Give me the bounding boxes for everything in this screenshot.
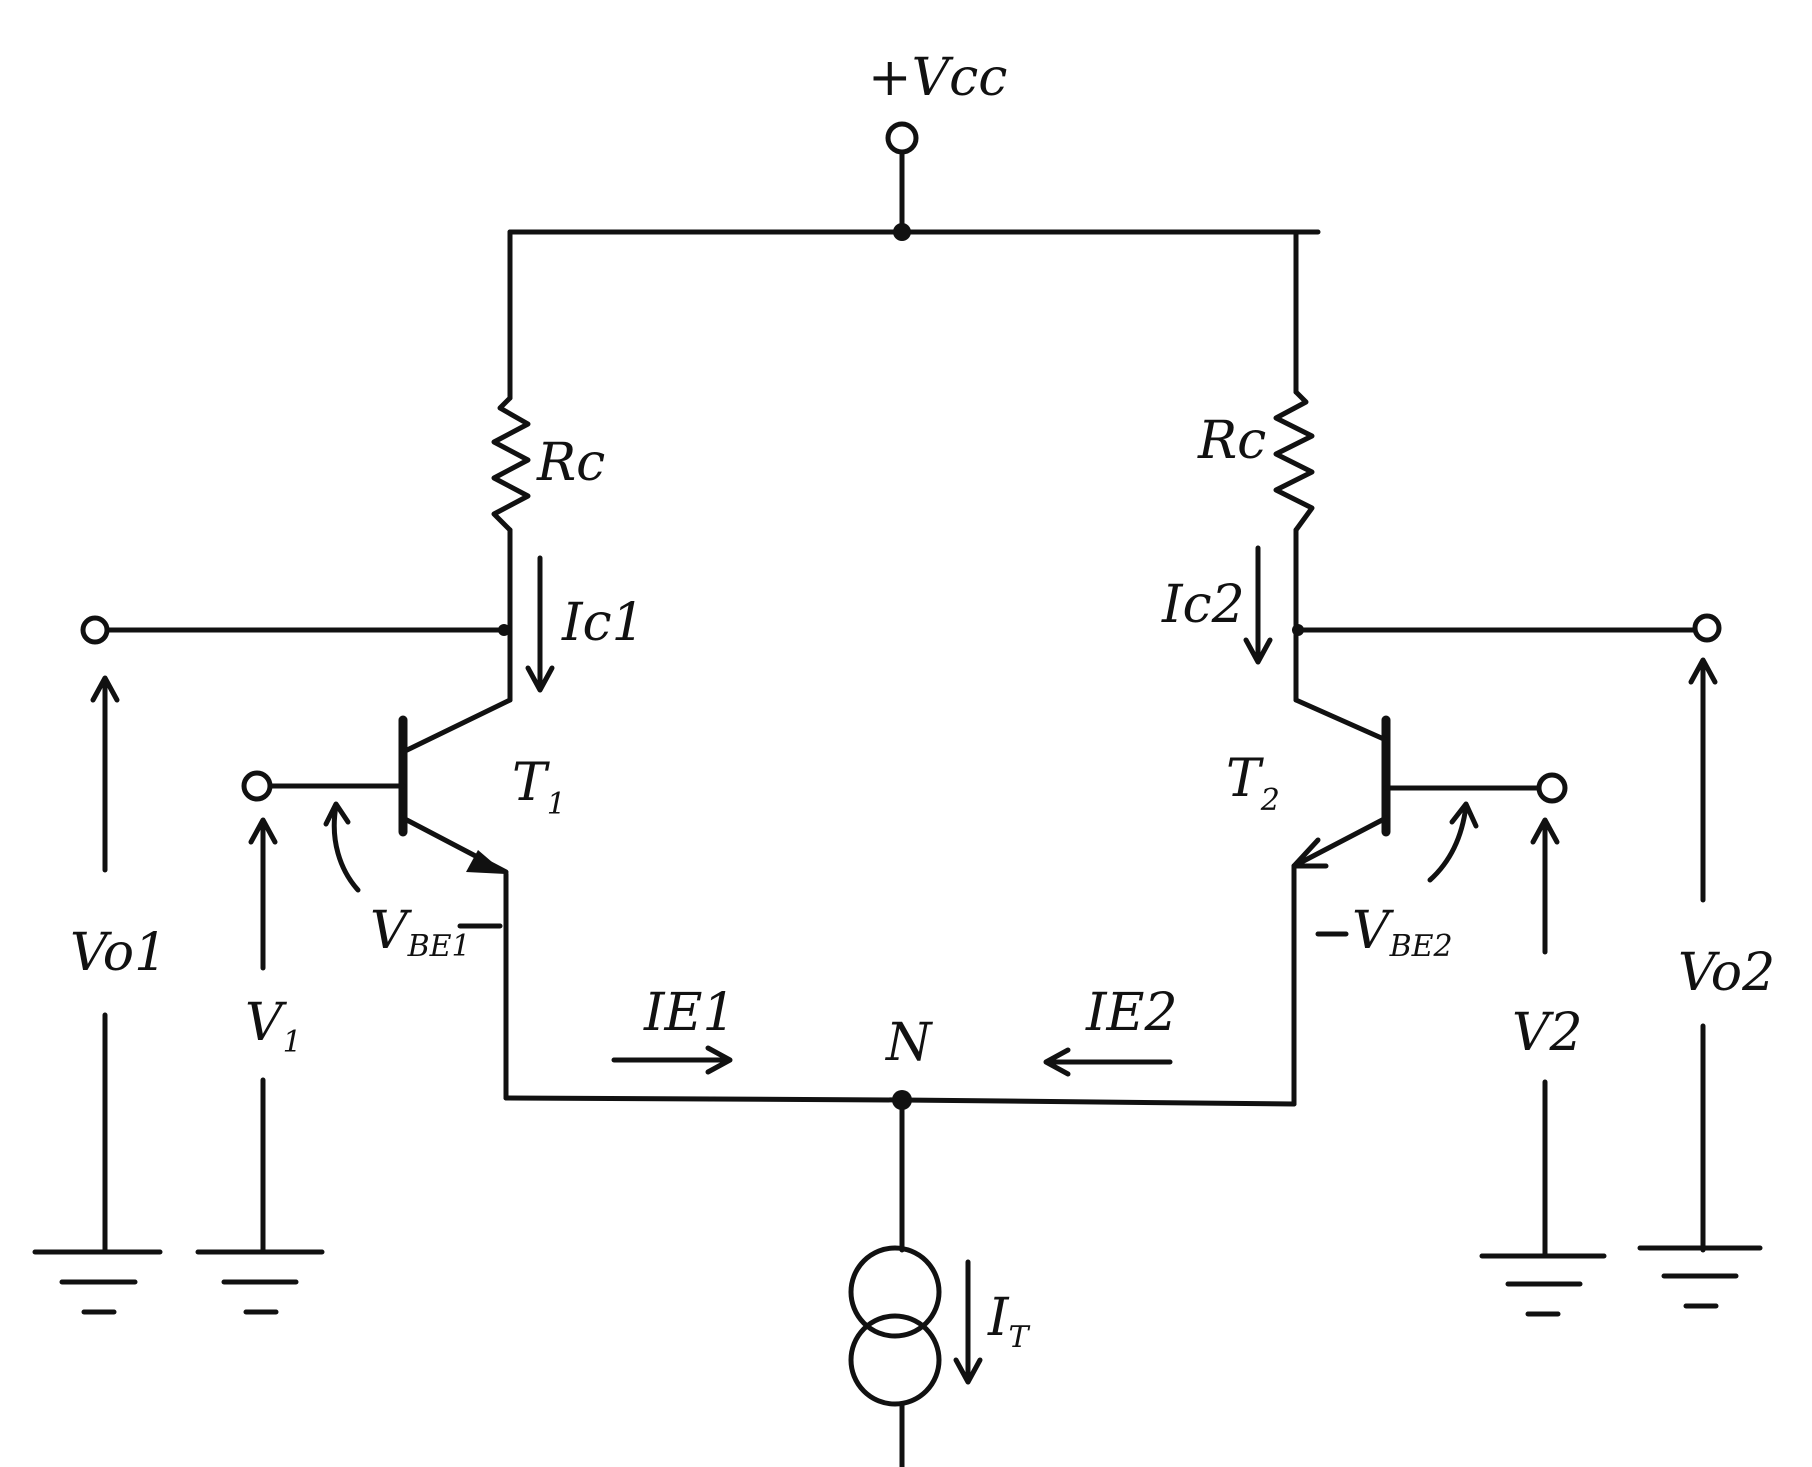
vo1-measurement: Vo1 [32,675,167,1315]
ground-vo1 [32,1249,163,1315]
v1-terminal [241,770,273,802]
v2-measurement: V2 [1479,817,1607,1317]
ground-vo2 [1637,1245,1763,1309]
right-branch: Rc Ic2 [1161,229,1722,703]
t2-label: T2 [1226,749,1280,818]
vo2-arrow [1688,657,1718,685]
v1-label: V1 [245,993,302,1060]
v2-label: V2 [1512,1003,1583,1063]
vcc-terminal [885,121,919,155]
vbe2-arrow [1427,803,1469,883]
it-label: IT [987,1288,1031,1355]
current-source-circle-top [848,1245,942,1339]
node-n-label: N [884,1013,933,1073]
vo2-measurement: Vo2 [1637,657,1775,1309]
t1-collector [400,697,513,755]
t2-collector [1293,697,1389,743]
vcc-label: +Vcc [868,48,1007,108]
v1-arrow [248,817,278,845]
transistor-t2: T2 VBE2 [1226,697,1568,964]
vbe2-label: VBE2 [1352,901,1453,964]
ground-v1 [195,1249,325,1315]
t1-label: T1 [512,753,566,822]
vbe1-arrow [331,803,361,893]
rc-left-resistor [491,395,531,533]
ground-v2 [1479,1253,1607,1317]
vbe1-label: VBE1 [370,901,471,964]
left-branch: Rc Ic1 [80,229,645,703]
ic1-label: Ic1 [561,593,645,653]
emitter-rail: N IE1 IE2 [503,983,1297,1110]
vo1-arrow [90,675,120,703]
vo2-terminal [1692,613,1722,643]
rc-right-label: Rc [1197,411,1266,471]
v1-measurement: V1 [195,817,325,1315]
ie2-label: IE2 [1085,983,1178,1043]
rc-right-resistor [1273,389,1315,533]
vcc-supply: +Vcc [507,48,1321,241]
t2-emitter [1291,815,1389,869]
current-source: IT [848,1097,1031,1467]
t1-emitter-arrow [466,850,506,874]
vo1-terminal [80,615,110,645]
transistor-t1: T1 VBE1 [241,697,566,964]
ie1-label: IE1 [643,983,736,1043]
v2-terminal [1536,772,1568,804]
current-source-circle-bottom [848,1313,942,1407]
ic2-label: Ic2 [1161,575,1245,635]
vo2-label: Vo2 [1678,943,1775,1003]
vo1-label: Vo1 [70,923,167,983]
v2-arrow [1530,817,1560,845]
rc-left-label: Rc [536,433,605,493]
vcc-junction [893,223,911,241]
